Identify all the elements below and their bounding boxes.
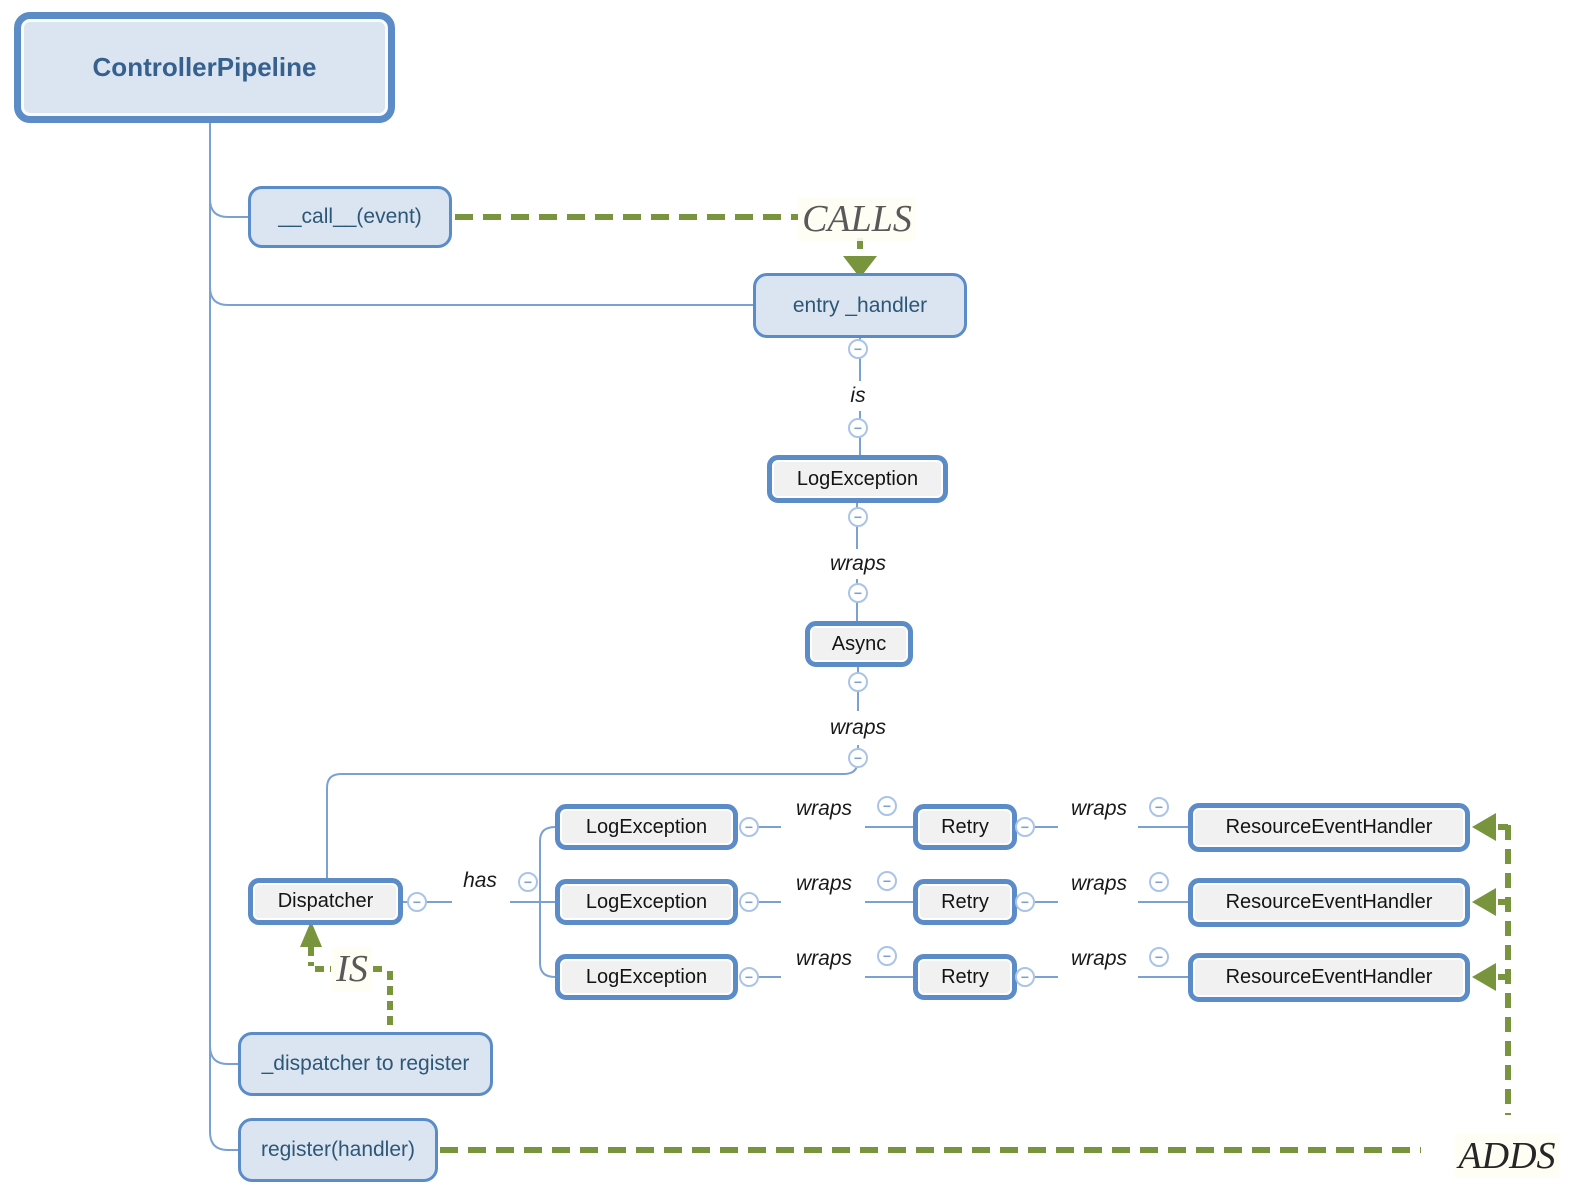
collapse-icon[interactable]: − bbox=[739, 817, 759, 837]
node-logexception-wrapper[interactable]: LogException bbox=[767, 455, 948, 503]
edge-label-wraps-row-3b: wraps bbox=[1067, 947, 1131, 971]
relation-label-calls: CALLS bbox=[798, 197, 916, 241]
collapse-icon[interactable]: − bbox=[1015, 817, 1035, 837]
edge-label-wraps-row-1b: wraps bbox=[1067, 797, 1131, 821]
edge-label-wraps-chain-1: wraps bbox=[826, 552, 890, 576]
edge-label-wraps-chain-2: wraps bbox=[826, 716, 890, 740]
relation-connectors bbox=[308, 214, 1511, 1153]
edge-label-wraps-row-3a: wraps bbox=[792, 947, 856, 971]
relation-label-is: IS bbox=[332, 947, 372, 991]
collapse-icon[interactable]: − bbox=[848, 507, 868, 527]
collapse-icon[interactable]: − bbox=[877, 796, 897, 816]
collapse-icon[interactable]: − bbox=[848, 339, 868, 359]
adds-arrowhead-row1 bbox=[1472, 813, 1496, 841]
collapse-icon[interactable]: − bbox=[1015, 967, 1035, 987]
node-resourceeventhandler-row-2[interactable]: ResourceEventHandler bbox=[1188, 878, 1470, 927]
node-entry-handler[interactable]: entry _handler bbox=[753, 273, 967, 338]
collapse-icon[interactable]: − bbox=[739, 967, 759, 987]
node-call-event[interactable]: __call__(event) bbox=[248, 186, 452, 248]
node-resourceeventhandler-row-1[interactable]: ResourceEventHandler bbox=[1188, 803, 1470, 852]
is-arrowhead bbox=[300, 921, 322, 947]
node-async[interactable]: Async bbox=[805, 621, 913, 667]
collapse-icon[interactable]: − bbox=[739, 892, 759, 912]
node-retry-row-3[interactable]: Retry bbox=[913, 954, 1017, 1000]
collapse-icon[interactable]: − bbox=[1149, 947, 1169, 967]
relation-label-adds: ADDS bbox=[1454, 1134, 1560, 1178]
edge-label-is: is bbox=[847, 384, 869, 408]
collapse-icon[interactable]: − bbox=[407, 892, 427, 912]
adds-arrowhead-row3 bbox=[1472, 963, 1496, 991]
node-logexception-row-3[interactable]: LogException bbox=[555, 954, 738, 1000]
collapse-icon[interactable]: − bbox=[877, 946, 897, 966]
edge-label-wraps-row-2a: wraps bbox=[792, 872, 856, 896]
collapse-icon[interactable]: − bbox=[1149, 797, 1169, 817]
adds-arrowhead-row2 bbox=[1472, 888, 1496, 916]
node-resourceeventhandler-row-3[interactable]: ResourceEventHandler bbox=[1188, 953, 1470, 1002]
edge-label-wraps-row-1a: wraps bbox=[792, 797, 856, 821]
collapse-icon[interactable]: − bbox=[848, 672, 868, 692]
collapse-icon[interactable]: − bbox=[848, 583, 868, 603]
calls-arrowhead bbox=[843, 256, 877, 278]
relation-arrowheads bbox=[300, 256, 1496, 991]
node-retry-row-1[interactable]: Retry bbox=[913, 804, 1017, 850]
node-dispatcher[interactable]: Dispatcher bbox=[248, 878, 403, 925]
collapse-icon[interactable]: − bbox=[1149, 872, 1169, 892]
node-dispatcher-to-register[interactable]: _dispatcher to register bbox=[238, 1032, 493, 1096]
node-logexception-row-2[interactable]: LogException bbox=[555, 879, 738, 925]
node-logexception-row-1[interactable]: LogException bbox=[555, 804, 738, 850]
collapse-icon[interactable]: − bbox=[518, 872, 538, 892]
node-register-handler[interactable]: register(handler) bbox=[238, 1118, 438, 1182]
edge-label-wraps-row-2b: wraps bbox=[1067, 872, 1131, 896]
node-controller-pipeline[interactable]: ControllerPipeline bbox=[14, 12, 395, 123]
collapse-icon[interactable]: − bbox=[877, 871, 897, 891]
collapse-icon[interactable]: − bbox=[848, 748, 868, 768]
collapse-icon[interactable]: − bbox=[1015, 892, 1035, 912]
edge-label-has: has bbox=[460, 869, 500, 893]
collapse-icon[interactable]: − bbox=[848, 418, 868, 438]
node-retry-row-2[interactable]: Retry bbox=[913, 879, 1017, 925]
